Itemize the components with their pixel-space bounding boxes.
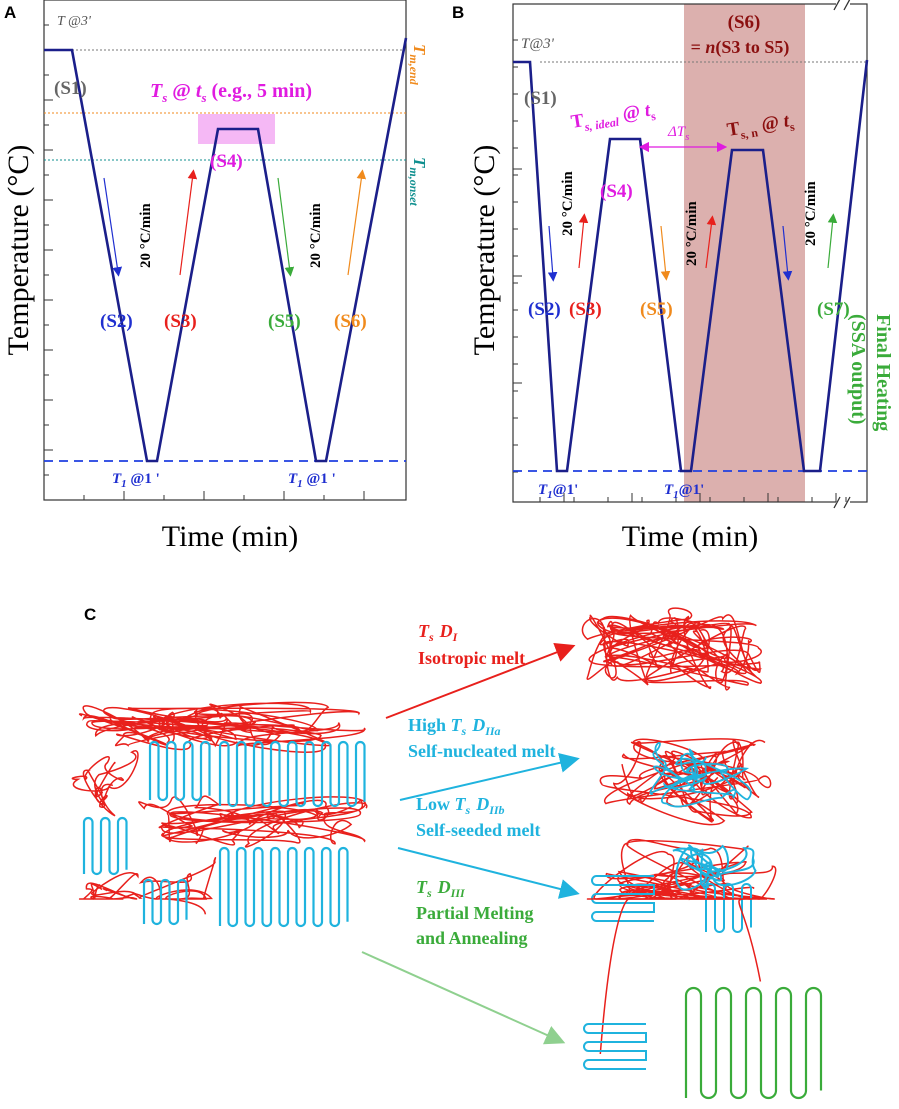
b-s6-title: (S6) xyxy=(728,12,761,33)
a-temperature-curve xyxy=(44,37,408,463)
c-arrow-diii xyxy=(361,951,566,1045)
b-ts-n-label: Ts, n @ ts xyxy=(725,110,795,144)
panel-b-letter: B xyxy=(452,3,464,22)
a-xlabel: Time (min) xyxy=(162,520,298,553)
b-step-s5: (S5) xyxy=(640,299,673,320)
b-arrow-s2 xyxy=(547,225,558,282)
a-step-s3: (S3) xyxy=(164,311,197,332)
b-arrow-s6-heat xyxy=(705,215,717,269)
c-diii-desc: Partial Melting xyxy=(416,903,533,923)
panel-a-letter: A xyxy=(4,3,16,22)
a-t1-label-2: T1 @1 ' xyxy=(288,471,336,490)
c-diib-desc: Self-seeded melt xyxy=(416,820,540,840)
a-ts-label: Ts @ ts (e.g., 5 min) xyxy=(150,80,312,105)
a-hold-label: T @3' xyxy=(57,14,92,29)
panel-c-letter: C xyxy=(84,605,96,624)
b-ts-ideal-label: Ts, ideal @ ts xyxy=(569,99,657,136)
c-result-isotropic-melt xyxy=(581,607,763,691)
b-delta-ts-label: ΔTs xyxy=(667,124,689,143)
b-ylabel: Temperature (°C) xyxy=(468,145,501,356)
b-arrow-s6-cool xyxy=(782,225,793,281)
b-rate-3: 20 °C/min xyxy=(803,181,819,246)
a-step-s6: (S6) xyxy=(334,311,367,332)
b-arrow-s5 xyxy=(660,225,671,281)
c-src-lamella-1 xyxy=(148,740,211,802)
panel-b-frame xyxy=(512,3,868,503)
a-step-s1: (S1) xyxy=(54,78,87,99)
b-t1-label-2: T1@1' xyxy=(664,482,704,501)
c-r1-tangle xyxy=(581,607,763,691)
c-src-tangle-left xyxy=(71,750,139,817)
a-ylabel: Temperature (°C) xyxy=(2,145,35,356)
c-r2-cyan-cluster xyxy=(649,742,752,808)
a-rate-1: 20 °C/min xyxy=(138,203,154,268)
b-arrow-s3 xyxy=(578,213,589,269)
c-arrow-di xyxy=(385,642,576,719)
c-result-partial-melting xyxy=(583,898,823,1100)
a-arrow-s2 xyxy=(103,177,123,277)
c-arrow-diib xyxy=(397,847,580,899)
c-src-tangle-bottom xyxy=(79,872,139,901)
c-diii-desc2: and Annealing xyxy=(416,928,528,948)
a-tm-onset-label: Tm,onset xyxy=(407,157,429,206)
panel-a: A T @3' (S1) (S2) (S3) (S4) (S5) (S6) 20… xyxy=(2,0,429,553)
panel-b: B T@3' (S1) (S2) (S3) (S4) xyxy=(452,0,894,553)
a-step-s4: (S4) xyxy=(210,151,243,172)
c-diia-desc: Self-nucleated melt xyxy=(408,741,555,761)
a-step-s5: (S5) xyxy=(268,311,301,332)
b-xlabel: Time (min) xyxy=(622,520,758,553)
a-arrow-s6 xyxy=(347,169,367,276)
b-t1-label-1: T1@1' xyxy=(538,482,578,501)
b-final-heating-label: Final Heating xyxy=(872,314,894,431)
b-rate-1: 20 °C/min xyxy=(560,171,576,236)
a-tm-end-label: Tm,end xyxy=(407,44,429,86)
c-src-tangle-top xyxy=(78,701,366,753)
c-src-tangle-mid2 xyxy=(133,857,217,915)
a-rate-2: 20 °C/min xyxy=(308,203,324,268)
c-r3-lamella-right xyxy=(705,883,752,933)
c-r4-lamella-left xyxy=(583,1023,647,1070)
b-step-s3: (S3) xyxy=(569,299,602,320)
a-arrow-s3 xyxy=(179,169,198,276)
b-arrow-s7 xyxy=(827,213,838,269)
c-arrow-diia xyxy=(399,752,580,801)
a-arrow-s5 xyxy=(277,177,295,277)
b-s6-band xyxy=(684,4,805,502)
c-source-morphology xyxy=(71,701,368,928)
c-src-lamella-2 xyxy=(218,740,366,808)
a-t1-label-1: T1 @1 ' xyxy=(112,471,160,490)
b-step-s7: (S7) xyxy=(817,299,850,320)
c-di-desc: Isotropic melt xyxy=(418,648,525,668)
b-step-s4: (S4) xyxy=(600,181,633,202)
c-r4-tangle xyxy=(586,898,677,1055)
b-step-s1: (S1) xyxy=(524,88,557,109)
c-r3-cyan-cluster xyxy=(672,844,757,891)
c-src-lamella-4 xyxy=(142,878,188,926)
c-src-lamella-3 xyxy=(82,816,128,876)
c-result-self-nucleated-melt xyxy=(599,738,772,826)
b-s6-formula: = n(S3 to S5) xyxy=(691,37,790,58)
b-rate-2: 20 °C/min xyxy=(684,201,700,266)
b-temperature-curve xyxy=(513,59,869,473)
b-hold-label: T@3' xyxy=(521,36,555,52)
c-r4-lamella-thick xyxy=(684,986,823,1100)
b-ssa-output-label: (SSA output) xyxy=(847,314,869,425)
b-axis-break-top xyxy=(833,0,851,11)
c-src-lamella-5 xyxy=(218,846,349,928)
b-axis-break-bottom xyxy=(833,496,851,509)
b-step-s2: (S2) xyxy=(528,299,561,320)
c-src-tangle-mid xyxy=(138,795,368,848)
a-step-s2: (S2) xyxy=(100,311,133,332)
c-r4-tangle-top xyxy=(689,898,768,982)
